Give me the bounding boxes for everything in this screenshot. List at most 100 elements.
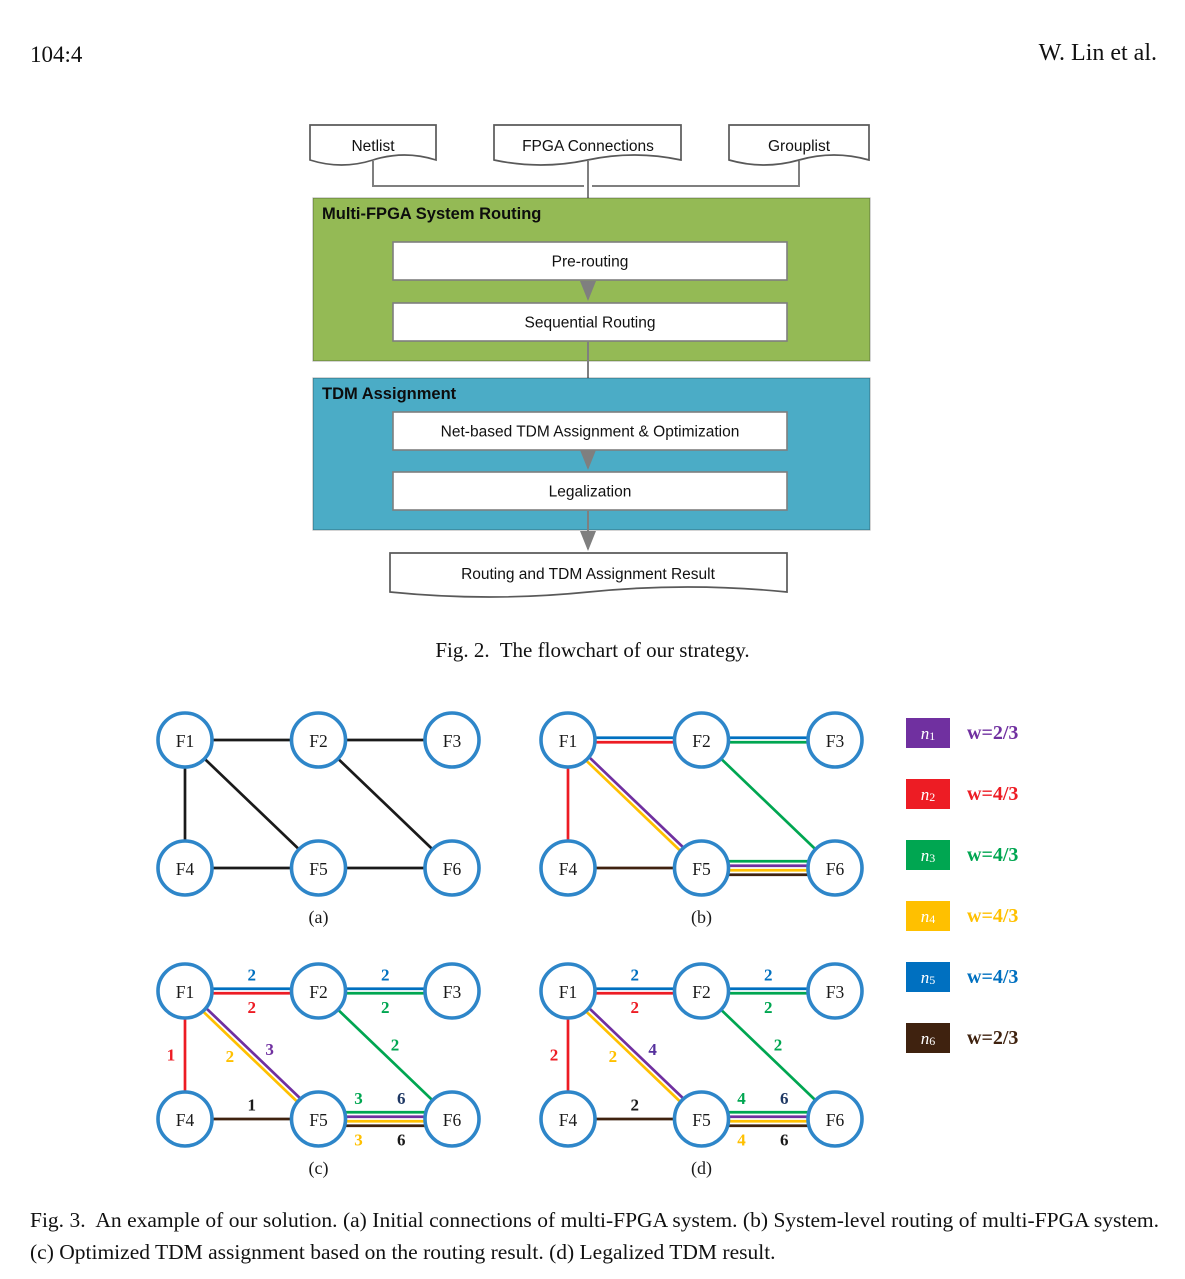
fpga-node-label: F1	[559, 731, 577, 751]
fpga-node-label: F6	[443, 859, 462, 879]
doc-grouplist-label: Grouplist	[768, 138, 831, 155]
fpga-node-label: F6	[826, 859, 845, 879]
fpga-node-F4	[156, 1090, 214, 1148]
edge-F2-F6	[317, 990, 453, 1120]
connector-netlist	[372, 161, 584, 187]
tdm-label: 2	[550, 1046, 559, 1065]
step-prerouting-label: Pre-routing	[552, 254, 629, 271]
fig3-caption: Fig. 3. An example of our solution. (a) …	[30, 1208, 1159, 1264]
fpga-node-F5	[672, 1090, 731, 1148]
edge-F1-F5	[568, 988, 704, 1119]
fpga-node-F4	[156, 839, 214, 897]
fpga-node-label: F5	[309, 859, 328, 879]
edge-F1-F5	[185, 988, 321, 1119]
doc-result-label: Routing and TDM Assignment Result	[461, 566, 716, 583]
fpga-node-F6	[423, 1090, 481, 1148]
fpga-node-label: F2	[309, 982, 327, 1002]
fpga-node-label: F2	[692, 731, 710, 751]
step-legalization	[392, 471, 788, 511]
tdm-block-title: TDM Assignment	[322, 385, 457, 403]
step-legalization-label: Legalization	[549, 484, 632, 501]
fpga-node-label: F4	[176, 1110, 195, 1130]
net-weight-n5: w=4/3	[967, 965, 1019, 988]
fpga-node-F5	[672, 839, 731, 897]
fig2-caption: Fig. 2. The flowchart of our strategy.	[435, 638, 750, 662]
step-sequential-routing	[392, 302, 788, 342]
tdm-label: 1	[248, 1096, 257, 1115]
fpga-node-F6	[423, 839, 481, 897]
fpga-node-F6	[806, 839, 864, 897]
doc-netlist	[309, 124, 437, 166]
net-weight-n3: w=4/3	[967, 843, 1019, 866]
fpga-node-F3	[423, 962, 481, 1020]
step-prerouting	[392, 241, 788, 281]
fpga-node-F4	[539, 1090, 597, 1148]
fpga-node-label: F1	[176, 731, 194, 751]
tdm-label: 2	[226, 1047, 235, 1066]
tdm-label: 2	[764, 998, 773, 1017]
tdm-label: 3	[265, 1040, 274, 1059]
fpga-node-F1	[539, 962, 597, 1020]
tdm-label: 6	[780, 1130, 789, 1149]
fpga-node-F3	[423, 711, 481, 769]
step-net-based-tdm-label: Net-based TDM Assignment & Optimization	[441, 424, 740, 441]
edge-F1-F5	[184, 739, 320, 869]
doc-fpga-connections-label: FPGA Connections	[522, 138, 654, 155]
doc-grouplist	[728, 124, 870, 166]
tdm-label: 2	[774, 1035, 783, 1054]
fpga-node-F5	[289, 839, 348, 897]
tdm-label: 6	[397, 1089, 406, 1108]
fpga-node-label: F3	[443, 982, 462, 1002]
fpga-node-label: F3	[826, 982, 845, 1002]
doc-fpga-connections	[493, 124, 682, 166]
tdm-label: 6	[397, 1130, 406, 1149]
fpga-node-F2	[672, 711, 731, 769]
graph-sublabel: (d)	[691, 1158, 712, 1179]
fpga-node-F3	[806, 962, 864, 1020]
step-sequential-routing-label: Sequential Routing	[525, 315, 656, 332]
net-weight-n1: w=2/3	[967, 721, 1019, 744]
tdm-label: 2	[381, 965, 390, 984]
edge-F1-F5	[568, 737, 704, 868]
fpga-node-F1	[156, 962, 214, 1020]
tdm-label: 2	[248, 965, 257, 984]
fpga-node-label: F6	[826, 1110, 845, 1130]
fpga-node-label: F2	[309, 731, 327, 751]
tdm-label: 2	[631, 1096, 640, 1115]
fpga-node-label: F5	[692, 1110, 711, 1130]
edge-F2-F6	[700, 990, 836, 1120]
fig2-flowchart: Netlist FPGA Connections Grouplist Multi…	[309, 124, 871, 598]
net-weight-n2: w=4/3	[967, 782, 1019, 805]
tdm-label: 3	[354, 1130, 363, 1149]
tdm-label: 4	[737, 1130, 746, 1149]
edge-F1-F5	[182, 991, 318, 1122]
routing-block-title: Multi-FPGA System Routing	[322, 205, 541, 223]
tdm-label: 2	[609, 1047, 618, 1066]
fpga-node-F2	[672, 962, 731, 1020]
tdm-label: 2	[631, 965, 640, 984]
tdm-label: 2	[248, 998, 257, 1017]
fpga-node-F4	[539, 839, 597, 897]
tdm-label: 3	[354, 1089, 363, 1108]
fpga-node-label: F1	[559, 982, 577, 1002]
fpga-node-label: F6	[443, 1110, 462, 1130]
fpga-node-label: F2	[692, 982, 710, 1002]
tdm-label: 2	[381, 998, 390, 1017]
fpga-node-label: F5	[692, 859, 711, 879]
tdm-label: 6	[780, 1089, 789, 1108]
tdm-label: 4	[737, 1089, 746, 1108]
graph-sublabel: (a)	[309, 907, 329, 928]
connector-grouplist	[592, 161, 800, 187]
